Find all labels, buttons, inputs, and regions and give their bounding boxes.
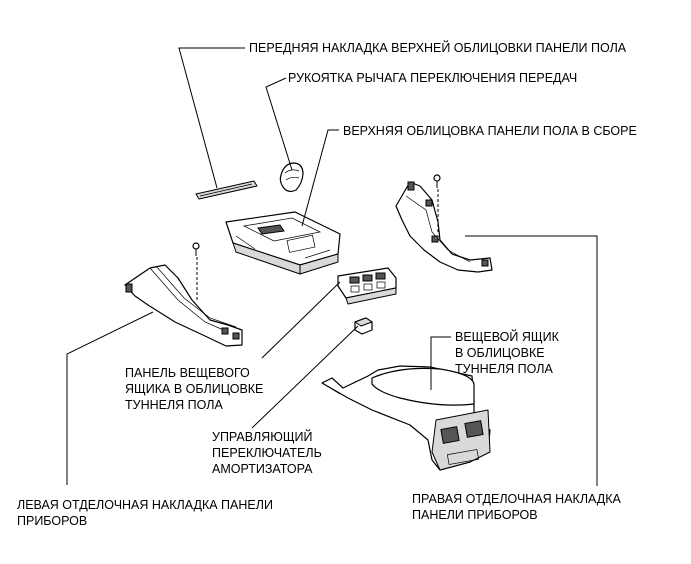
front-upper-trim-part xyxy=(195,180,258,200)
right-bolt-part xyxy=(433,174,441,234)
left-bolt-part xyxy=(192,242,200,300)
console-box-part xyxy=(321,365,491,471)
leader-absorber-switch xyxy=(251,325,359,429)
label-right-trim-1: ПРАВАЯ ОТДЕЛОЧНАЯ НАКЛАДКА xyxy=(412,492,622,506)
label-console-box-3: ТУННЕЛЯ ПОЛА xyxy=(455,362,553,376)
label-shift-knob: РУКОЯТКА РЫЧАГА ПЕРЕКЛЮЧЕНИЯ ПЕРЕДАЧ xyxy=(288,71,577,85)
label-console-panel-2: ЯЩИКА В ОБЛИЦОВКЕ xyxy=(125,382,263,396)
right-trim-panel-part xyxy=(395,181,493,273)
label-console-panel-1: ПАНЕЛЬ ВЕЩЕВОГО xyxy=(125,366,250,380)
label-console-box-1: ВЕЩЕВОЙ ЯЩИК xyxy=(455,329,560,344)
absorber-switch-part xyxy=(354,317,373,335)
label-upper-trim-assy: ВЕРХНЯЯ ОБЛИЦОВКА ПАНЕЛИ ПОЛА В СБОРЕ xyxy=(343,124,637,138)
leader-console-box xyxy=(430,336,451,390)
label-console-panel-3: ТУННЕЛЯ ПОЛА xyxy=(125,398,223,412)
leader-upper-trim-assy xyxy=(301,129,339,227)
console-box-panel-part xyxy=(337,267,397,305)
left-trim-panel-part xyxy=(124,264,243,347)
label-absorber-switch-2: ПЕРЕКЛЮЧАТЕЛЬ xyxy=(212,446,322,460)
label-left-trim-2: ПРИБОРОВ xyxy=(17,514,87,528)
leader-right-trim xyxy=(465,235,598,486)
leader-front-upper-trim xyxy=(178,47,245,189)
label-console-box-2: В ОБЛИЦОВКЕ xyxy=(455,346,545,360)
leader-left-trim xyxy=(66,311,154,485)
leader-shift-knob xyxy=(265,77,293,171)
upper-trim-assembly-part xyxy=(225,211,341,275)
label-absorber-switch-1: УПРАВЛЯЮЩИЙ xyxy=(212,429,313,444)
leader-console-panel xyxy=(261,281,341,359)
label-front-upper-trim: ПЕРЕДНЯЯ НАКЛАДКА ВЕРХНЕЙ ОБЛИЦОВКИ ПАНЕ… xyxy=(249,40,627,55)
label-right-trim-2: ПАНЕЛИ ПРИБОРОВ xyxy=(412,508,538,522)
label-absorber-switch-3: АМОРТИЗАТОРА xyxy=(212,462,313,476)
label-left-trim-1: ЛЕВАЯ ОТДЕЛОЧНАЯ НАКЛАДКА ПАНЕЛИ xyxy=(17,498,273,512)
